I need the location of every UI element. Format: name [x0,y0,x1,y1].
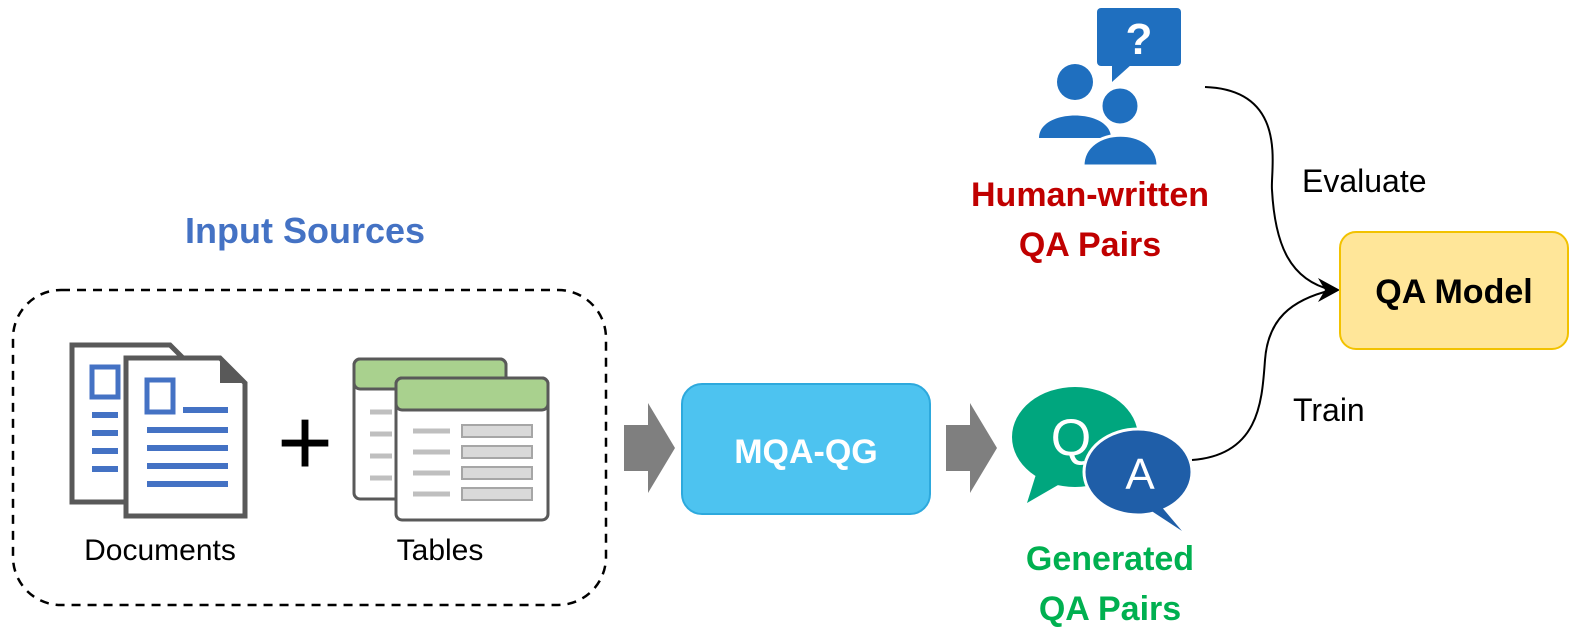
q-letter: Q [1051,409,1091,467]
mqa-qg-label: MQA-QG [734,433,878,471]
human-qa-label-line1: Human-written [971,176,1209,214]
train-label: Train [1293,392,1365,428]
qa-bubbles-icon: Q A [1012,387,1194,531]
human-qa-label-line2: QA Pairs [1019,226,1161,264]
input-sources-title: Input Sources [185,210,425,251]
evaluate-label: Evaluate [1302,163,1427,199]
input-sources-group [11,288,608,607]
qa-model-node: QA Model [1339,231,1569,350]
generated-qa-label-line2: QA Pairs [1039,590,1181,628]
question-mark: ? [1126,15,1153,64]
generated-qa-label-line1: Generated [1026,540,1194,578]
tables-label: Tables [397,534,484,567]
tables-icon [352,357,550,522]
human-question-icon: ? [1039,8,1181,168]
train-connector [1191,289,1333,461]
documents-label: Documents [84,534,236,567]
flow-arrow-to-generated [946,403,997,493]
a-letter: A [1125,450,1155,499]
flow-arrow-to-generator [624,403,675,493]
documents-icon [69,342,248,519]
evaluate-connector [1204,86,1333,291]
plus-sign: + [277,389,333,496]
mqa-qg-node: MQA-QG [681,383,931,515]
qa-model-label: QA Model [1375,273,1532,311]
connector-arrowhead [1318,278,1340,302]
